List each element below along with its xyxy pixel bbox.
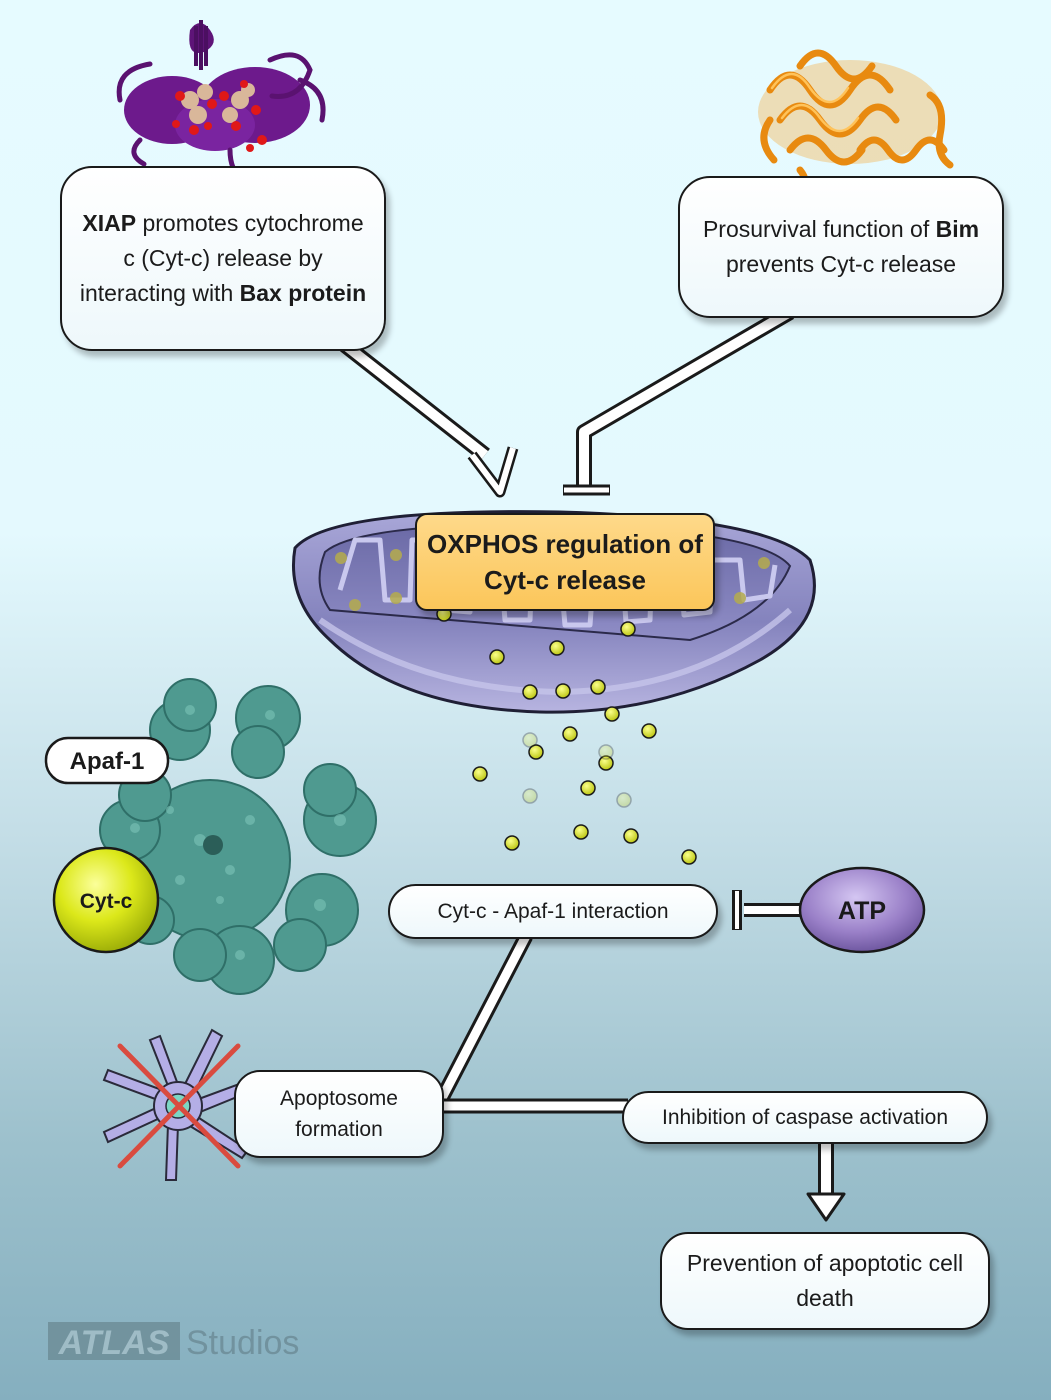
cytc-particles	[436, 606, 697, 865]
bim-name: Bim	[935, 216, 980, 242]
inhibit-arrow	[563, 305, 795, 496]
interaction-text: Cyt-c - Apaf-1 interaction	[437, 899, 669, 923]
oxphos-text: OXPHOS regulation of Cyt-c release	[427, 529, 703, 595]
atp-ellipse	[798, 866, 926, 954]
oxphos-box: OXPHOS regulation of Cyt-c release	[415, 513, 715, 611]
bim-protein-icon	[758, 49, 954, 194]
watermark-suffix: Studios	[186, 1324, 299, 1362]
caspase-box: Inhibition of caspase activation	[622, 1091, 988, 1144]
apoptosome-text: Apoptosome formation	[280, 1087, 398, 1141]
bim-text-2: prevents Cyt-c release	[725, 251, 957, 277]
prevention-text: Prevention of apoptotic cell death	[686, 1250, 964, 1311]
atlas-watermark: ATLAS Studios	[48, 1322, 299, 1362]
prevention-box: Prevention of apoptotic cell death	[660, 1232, 990, 1330]
cytc-sphere	[52, 846, 160, 954]
apaf1-label-bubble	[44, 736, 170, 785]
xiap-box: XIAP promotes cytochrome c (Cyt-c) relea…	[60, 166, 386, 351]
flow-connectors	[435, 890, 846, 1222]
apoptosome-crossed-icon	[102, 1028, 256, 1181]
caspase-text: Inhibition of caspase activation	[661, 1105, 948, 1129]
xiap-box-text: XIAP promotes cytochrome c (Cyt-c) relea…	[76, 206, 370, 311]
apaf1-complex-icon	[99, 678, 377, 995]
xiap-text: promotes cytochrome c (Cyt-c) release by…	[79, 210, 364, 306]
interaction-box: Cyt-c - Apaf-1 interaction	[388, 884, 718, 939]
bim-box-text: Prosurvival function of Bim prevents Cyt…	[696, 212, 986, 282]
bim-box: Prosurvival function of Bim prevents Cyt…	[678, 176, 1004, 318]
watermark-brand: ATLAS	[58, 1324, 170, 1362]
cytc-label: Cyt-c	[80, 890, 133, 913]
bax-protein-name: Bax protein	[239, 280, 367, 306]
promote-arrow	[340, 338, 519, 498]
xiap-name: XIAP	[82, 210, 137, 236]
apaf1-label: Apaf-1	[70, 748, 145, 775]
apoptosome-box: Apoptosome formation	[234, 1070, 444, 1158]
bim-text-1: Prosurvival function of	[702, 216, 936, 242]
xiap-protein-icon	[116, 20, 326, 183]
atp-label: ATP	[838, 897, 886, 925]
